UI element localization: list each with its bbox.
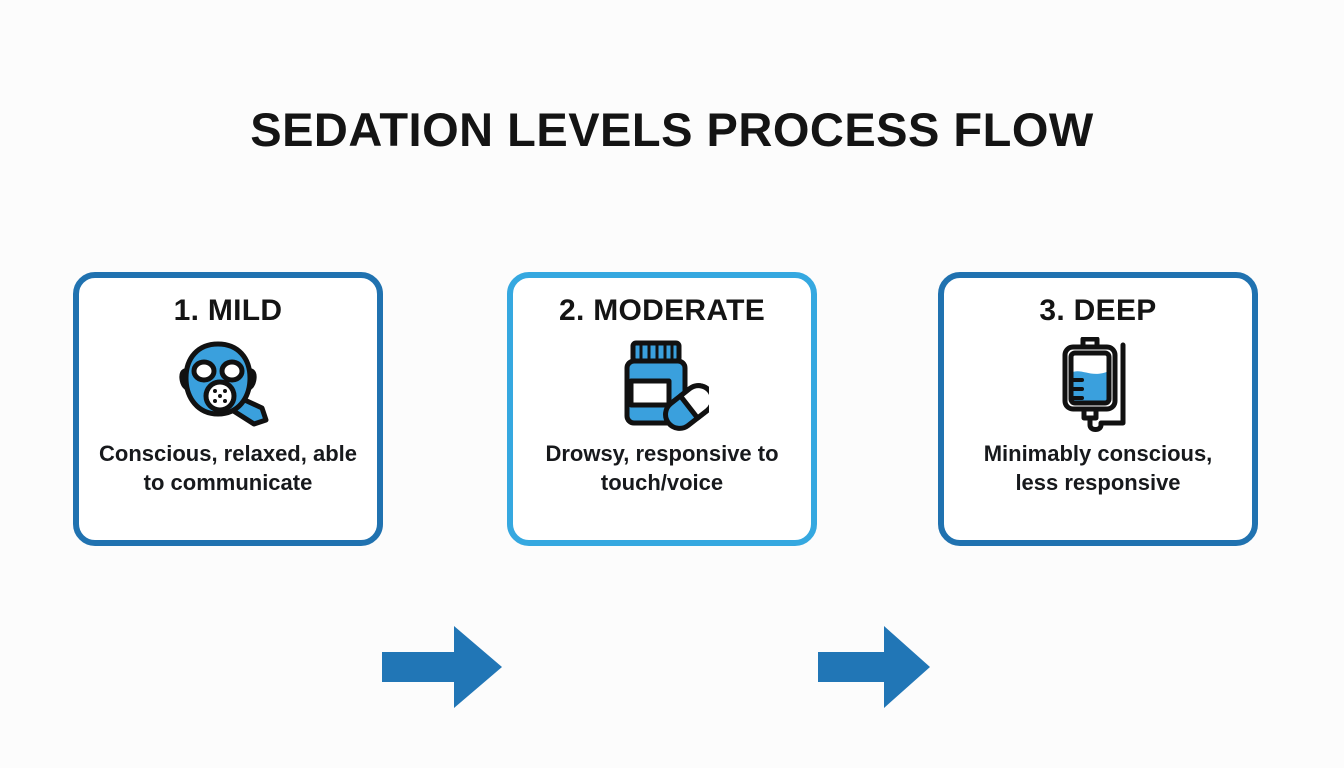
iv-drip-bag-icon (1055, 337, 1141, 433)
step-heading-1: 1. MILD (173, 294, 283, 327)
gas-mask-icon (176, 337, 280, 433)
step-description-3: Minimably conscious, less responsive (983, 441, 1213, 496)
process-step-card-2[interactable]: 2. MODERATE (507, 272, 817, 546)
step-description-1: Conscious, relaxed, able to communicate (99, 441, 357, 496)
process-step-card-3[interactable]: 3. DEEP (938, 272, 1258, 546)
process-flow: 1. MILD (0, 272, 1344, 708)
arrow-right-icon-1 (382, 624, 504, 710)
arrow-right-icon-2 (818, 624, 932, 710)
pill-bottle-icon (615, 337, 709, 433)
process-step-card-1[interactable]: 1. MILD (73, 272, 383, 546)
step-heading-3: 3. DEEP (1039, 294, 1157, 327)
step-heading-2: 2. MODERATE (558, 294, 766, 327)
page-title: SEDATION LEVELS PROCESS FLOW (250, 103, 1094, 156)
step-description-2: Drowsy, responsive to touch/voice (545, 441, 779, 496)
